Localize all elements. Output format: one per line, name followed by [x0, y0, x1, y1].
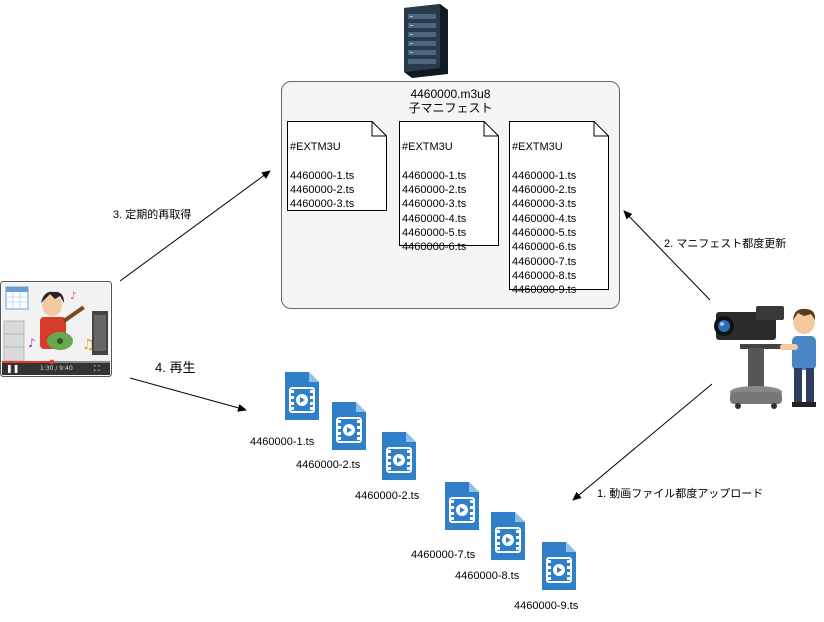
step-refetch-label: 3. 定期的再取得	[113, 209, 192, 221]
note-line: 4460000-5.ts	[402, 227, 467, 240]
manifest-filename: 4460000.m3u8	[410, 87, 491, 101]
note-line: 4460000-5.ts	[512, 227, 577, 240]
manifest-note-2: #EXTM3U 4460000-1.ts 4460000-2.ts 446000…	[399, 121, 499, 253]
note-3-text: #EXTM3U 4460000-1.ts 4460000-2.ts 446000…	[512, 126, 576, 298]
video-file-icon-3	[380, 430, 418, 487]
note-header: #EXTM3U	[402, 141, 453, 154]
note-line: 4460000-3.ts	[512, 198, 577, 211]
step-upload-label: 1. 動画ファイル都度アップロード	[597, 488, 764, 500]
pause-icon[interactable]: ❚❚	[6, 364, 20, 373]
step-update-label: 2. マニフェスト都度更新	[664, 238, 787, 250]
server-icon	[400, 2, 450, 78]
note-header: #EXTM3U	[290, 141, 341, 154]
file-label-6: 4460000-9.ts	[514, 600, 579, 612]
svg-text:♪: ♪	[28, 336, 36, 350]
fullscreen-icon[interactable]: ⛶	[94, 364, 100, 373]
note-line: 4460000-7.ts	[512, 255, 577, 268]
note-line: 4460000-2.ts	[402, 184, 467, 197]
note-line: 4460000-4.ts	[402, 212, 467, 225]
player-time: 1:30 / 9:40	[40, 365, 73, 372]
video-file-icon-1	[283, 370, 321, 427]
svg-text:♫: ♫	[82, 337, 95, 353]
arrow-play	[129, 377, 247, 412]
file-label-2: 4460000-2.ts	[296, 459, 361, 471]
note-2-text: #EXTM3U 4460000-1.ts 4460000-2.ts 446000…	[402, 126, 466, 255]
note-line: 4460000-4.ts	[512, 212, 577, 225]
file-label-5: 4460000-8.ts	[455, 570, 520, 582]
note-line: 4460000-3.ts	[402, 198, 467, 211]
manifest-subtitle: 子マニフェスト	[408, 101, 493, 115]
note-line: 4460000-1.ts	[512, 169, 577, 182]
arrow-refetch	[119, 170, 271, 282]
video-player-illustration: ♪ ♫ ♪ 1:30 / 9:40 ❚❚ ⛶	[0, 281, 112, 377]
note-line: 4460000-2.ts	[290, 184, 355, 197]
note-line: 4460000-3.ts	[290, 198, 355, 211]
note-line: 4460000-8.ts	[512, 269, 577, 282]
step-play-label: 4. 再生	[155, 360, 196, 375]
video-file-icon-6	[540, 540, 578, 597]
file-label-3: 4460000-2.ts	[355, 490, 420, 502]
manifest-note-3: #EXTM3U 4460000-1.ts 4460000-2.ts 446000…	[509, 121, 609, 296]
note-line: 4460000-1.ts	[290, 169, 355, 182]
file-label-1: 4460000-1.ts	[250, 436, 315, 448]
note-line: 4460000-6.ts	[512, 241, 577, 254]
video-file-icon-2	[330, 400, 368, 457]
arrow-update	[623, 210, 711, 301]
note-line: 4460000-1.ts	[402, 169, 467, 182]
video-file-icon-5	[489, 510, 527, 567]
note-1-text: #EXTM3U 4460000-1.ts 4460000-2.ts 446000…	[290, 126, 354, 212]
arrow-upload	[572, 383, 713, 501]
file-label-4: 4460000-7.ts	[411, 549, 476, 561]
manifest-note-1: #EXTM3U 4460000-1.ts 4460000-2.ts 446000…	[287, 121, 387, 211]
svg-text:♪: ♪	[70, 291, 76, 302]
note-line: 4460000-6.ts	[402, 241, 467, 254]
note-line: 4460000-9.ts	[512, 284, 577, 297]
video-file-icon-4	[443, 480, 481, 537]
note-header: #EXTM3U	[512, 141, 563, 154]
note-line: 4460000-2.ts	[512, 184, 577, 197]
camera-operator-illustration	[710, 300, 822, 412]
